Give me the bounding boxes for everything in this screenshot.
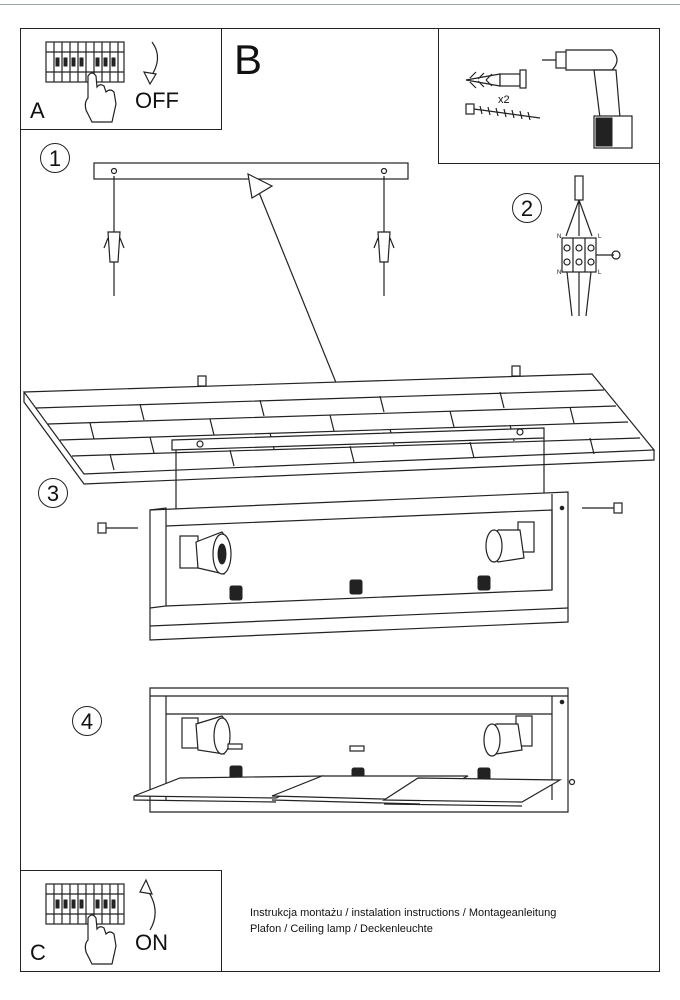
anchor-screw-left bbox=[103, 167, 125, 296]
breaker-panel-icon bbox=[45, 883, 125, 925]
spotlight-left bbox=[181, 715, 243, 755]
page-frame bbox=[20, 28, 660, 972]
terminal-n-bottom-label: N bbox=[557, 270, 562, 276]
panel-c-letter: C bbox=[30, 940, 46, 965]
spotlight-left bbox=[179, 531, 232, 575]
side-screw-right bbox=[582, 502, 623, 514]
screw-icon bbox=[465, 103, 541, 121]
glass-panels bbox=[133, 775, 563, 807]
terminal-l-top-label: L bbox=[598, 234, 602, 240]
power-drill-icon bbox=[542, 49, 633, 149]
hand-icon bbox=[84, 72, 117, 123]
caption-line-2: Plafon / Ceiling lamp / Deckenleuchte bbox=[250, 923, 433, 935]
clip-icon bbox=[349, 745, 365, 752]
breaker-panel-icon bbox=[45, 41, 125, 83]
terminal-n-top-label: N bbox=[557, 234, 562, 240]
step-2-number: 2 bbox=[512, 193, 542, 223]
wall-anchor-icon bbox=[465, 69, 527, 89]
caption-line-1: Instrukcja montażu / instalation instruc… bbox=[250, 907, 557, 919]
step-1-number: 1 bbox=[40, 143, 70, 173]
pointer-arrow-head bbox=[247, 172, 274, 199]
terminal-l-bottom-label: L bbox=[598, 270, 602, 276]
spotlight-right bbox=[485, 521, 535, 563]
panel-a-state-label: OFF bbox=[135, 88, 179, 113]
lamp-frame-step3 bbox=[149, 491, 569, 641]
step-3-number: 3 bbox=[38, 478, 68, 508]
section-b-letter: B bbox=[234, 36, 263, 83]
panel-a-letter: A bbox=[30, 98, 45, 123]
panel-c-state-label: ON bbox=[135, 930, 168, 955]
spotlight-right bbox=[483, 715, 533, 757]
hand-icon bbox=[84, 914, 117, 965]
anchor-screw-right bbox=[373, 167, 395, 296]
ceiling-plane bbox=[22, 365, 656, 510]
quantity-label: x2 bbox=[498, 94, 510, 106]
step-4-number: 4 bbox=[72, 706, 102, 736]
side-screw-left bbox=[97, 522, 138, 534]
bulb-socket bbox=[229, 575, 491, 601]
terminal-block-diagram bbox=[561, 175, 621, 317]
top-rule bbox=[0, 4, 680, 5]
